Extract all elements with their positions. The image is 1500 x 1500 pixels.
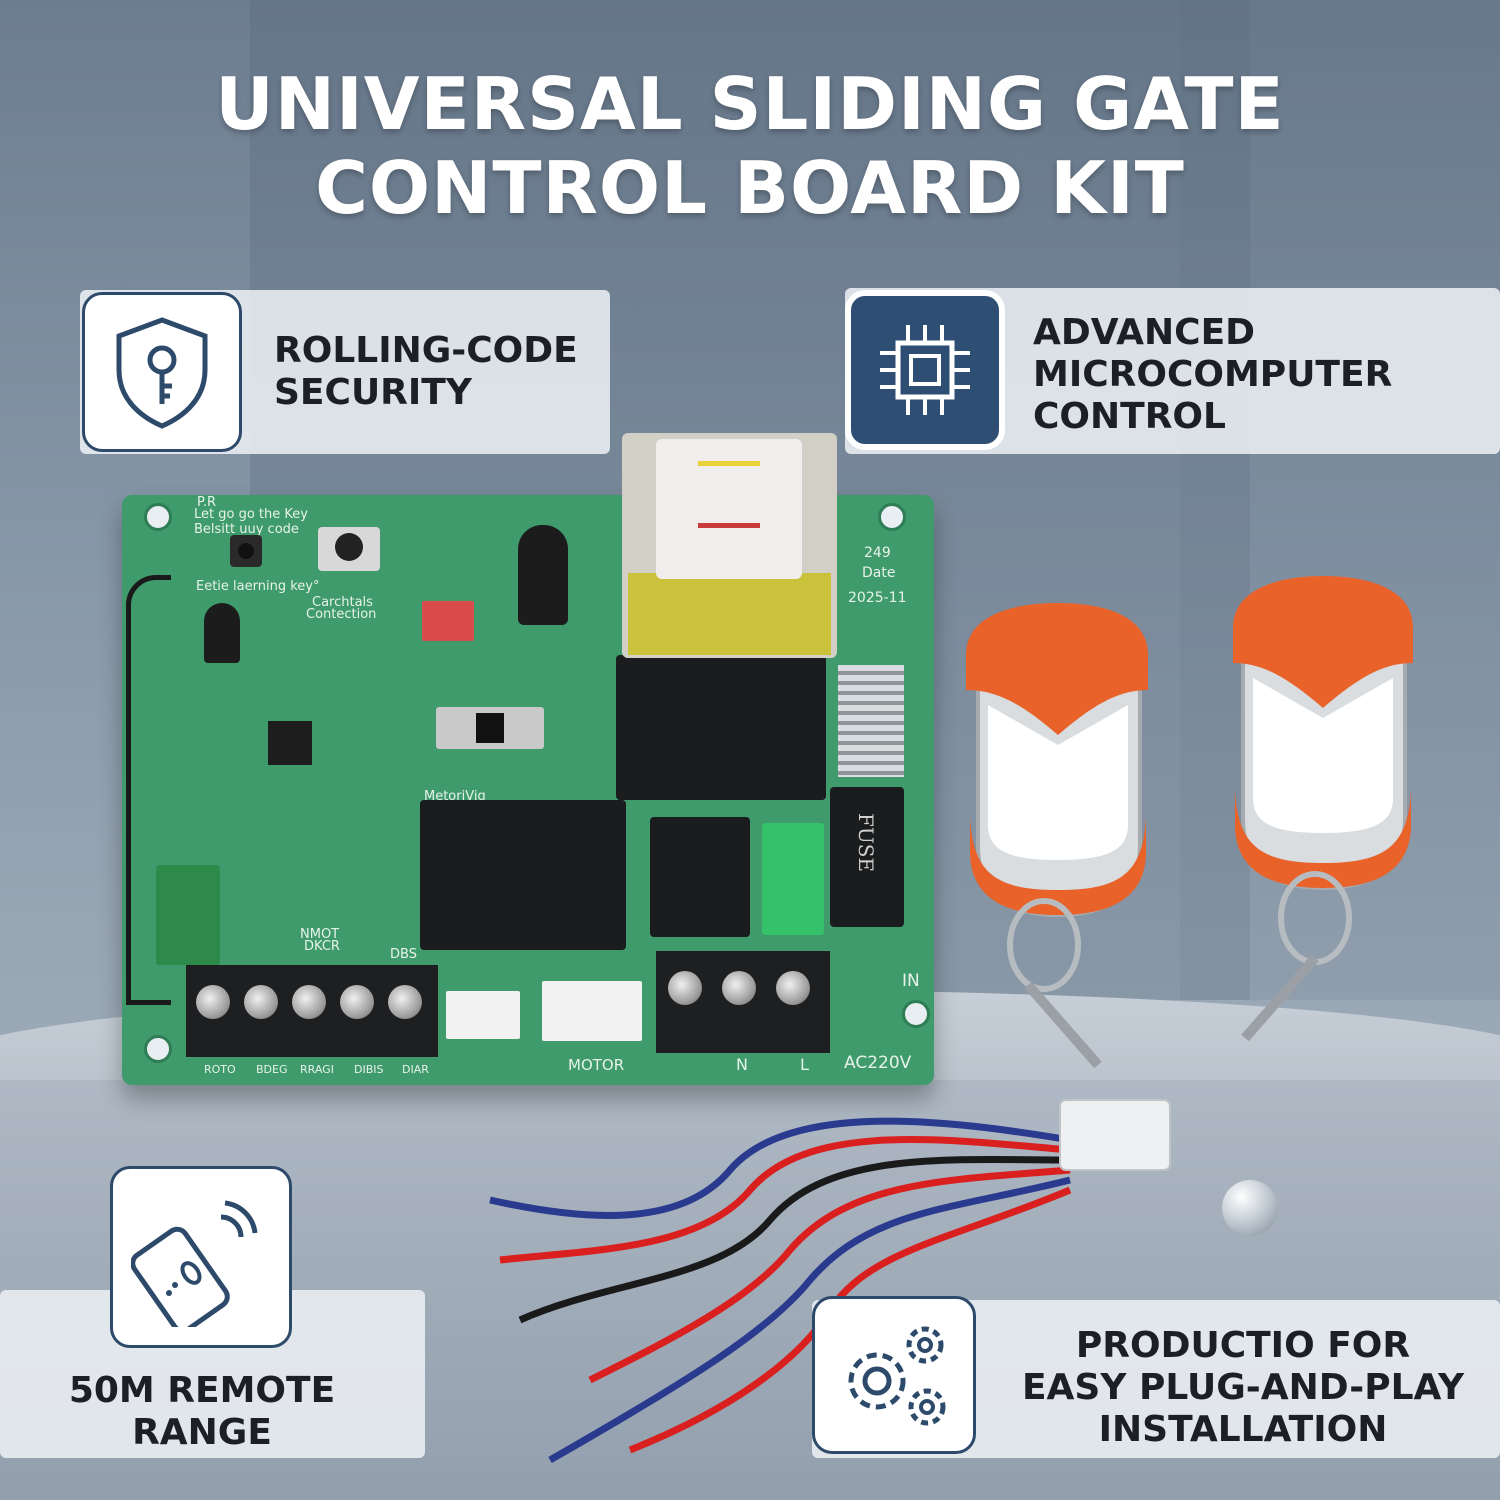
pr-label: P.R: [197, 495, 216, 510]
terminal-screw: [776, 971, 810, 1005]
dip-switch: [422, 601, 474, 641]
feature-text-rolling-code: ROLLING-CODE SECURITY: [274, 330, 578, 414]
feature-line: SECURITY: [274, 372, 472, 413]
gears-icon: [812, 1296, 976, 1454]
learn-button: [230, 535, 262, 567]
slide-switch: [436, 707, 544, 749]
bottom-label: BDEG: [256, 1063, 288, 1076]
control-board: P.R Let go go the Key Belsitt uuy code E…: [122, 495, 934, 1085]
relay-2: [420, 800, 626, 950]
capacitor: [204, 603, 240, 663]
motor-connector: [542, 981, 642, 1041]
capacitor: [518, 525, 568, 625]
terminal-screw: [668, 971, 702, 1005]
relay-1: [616, 655, 826, 800]
title-line-1: UNIVERSAL SLIDING GATE: [215, 62, 1285, 146]
wire-harness: [489, 1099, 1171, 1464]
connector-white: [446, 991, 520, 1039]
feature-line: PRODUCTIO FOR: [1075, 1325, 1411, 1366]
neutral-label: N: [736, 1055, 748, 1074]
glass-ball: [1222, 1180, 1278, 1236]
date-number: 249: [864, 545, 891, 561]
bottom-label: ROTO: [204, 1063, 236, 1076]
contact-label: Carchtals: [312, 595, 373, 610]
bottom-label: DIBIS: [354, 1063, 384, 1076]
in-label: IN: [902, 971, 920, 991]
date-value: 2025-11: [848, 590, 907, 606]
date-label: Date: [862, 565, 896, 581]
shield-key-icon: [82, 292, 242, 452]
title-line-2: CONTROL BOARD KIT: [315, 146, 1185, 230]
feature-line: ADVANCED: [1033, 312, 1256, 353]
feature-line: EASY PLUG-AND-PLAY: [1021, 1367, 1465, 1408]
fuse-holder: FUSE: [830, 787, 904, 927]
dkcr-label: DKCR: [304, 939, 340, 954]
transformer: [622, 433, 837, 658]
board-note-line1: Let go go the Key: [194, 507, 308, 522]
microchip-icon: [845, 290, 1005, 450]
bottom-label: DIAR: [402, 1063, 429, 1076]
feature-line: INSTALLATION: [1098, 1409, 1388, 1450]
remote-control: [966, 602, 1148, 1069]
remote-signal-icon: [110, 1166, 292, 1348]
green-terminal-block: [156, 865, 220, 965]
remote-control: [1233, 575, 1413, 1042]
motor-label: MOTOR: [568, 1056, 625, 1074]
terminal-screw: [340, 985, 374, 1019]
nmot-label: NMOT: [300, 927, 340, 942]
antenna-wire: [126, 575, 171, 1005]
feature-text-plug-and-play: PRODUCTIO FOR EASY PLUG-AND-PLAY INSTALL…: [998, 1325, 1488, 1451]
terminal-screw: [244, 985, 278, 1019]
feature-line: RANGE: [132, 1412, 272, 1453]
terminal-screw: [196, 985, 230, 1019]
board-note-line2: Belsitt uuy code: [194, 522, 299, 537]
terminal-screw: [722, 971, 756, 1005]
power-label: AC220V: [844, 1053, 912, 1073]
fuse-label: FUSE: [854, 813, 878, 873]
contact-label-2: Contection: [306, 607, 377, 622]
feature-line: CONTROL: [1033, 396, 1226, 437]
heat-sink: [838, 665, 904, 777]
terminal-screw: [388, 985, 422, 1019]
learn-key-label: Eetie laerning key°: [196, 579, 320, 594]
dbs-label: DBS: [390, 947, 417, 962]
page-title: UNIVERSAL SLIDING GATE CONTROL BOARD KIT: [0, 62, 1500, 230]
relay-3: [650, 817, 750, 937]
feature-text-remote-range: 50M REMOTE RANGE: [0, 1370, 404, 1454]
power-connector: [762, 823, 824, 935]
live-label: L: [800, 1055, 809, 1074]
feature-text-microcomputer: ADVANCED MICROCOMPUTER CONTROL: [1033, 312, 1392, 438]
potentiometer: [318, 527, 380, 571]
feature-line: MICROCOMPUTER: [1033, 354, 1393, 395]
feature-line: 50M REMOTE: [68, 1370, 336, 1411]
terminal-screw: [292, 985, 326, 1019]
feature-line: ROLLING-CODE: [274, 330, 578, 371]
microcontroller-chip: [268, 721, 312, 765]
bottom-label: RRAGI: [300, 1063, 334, 1076]
